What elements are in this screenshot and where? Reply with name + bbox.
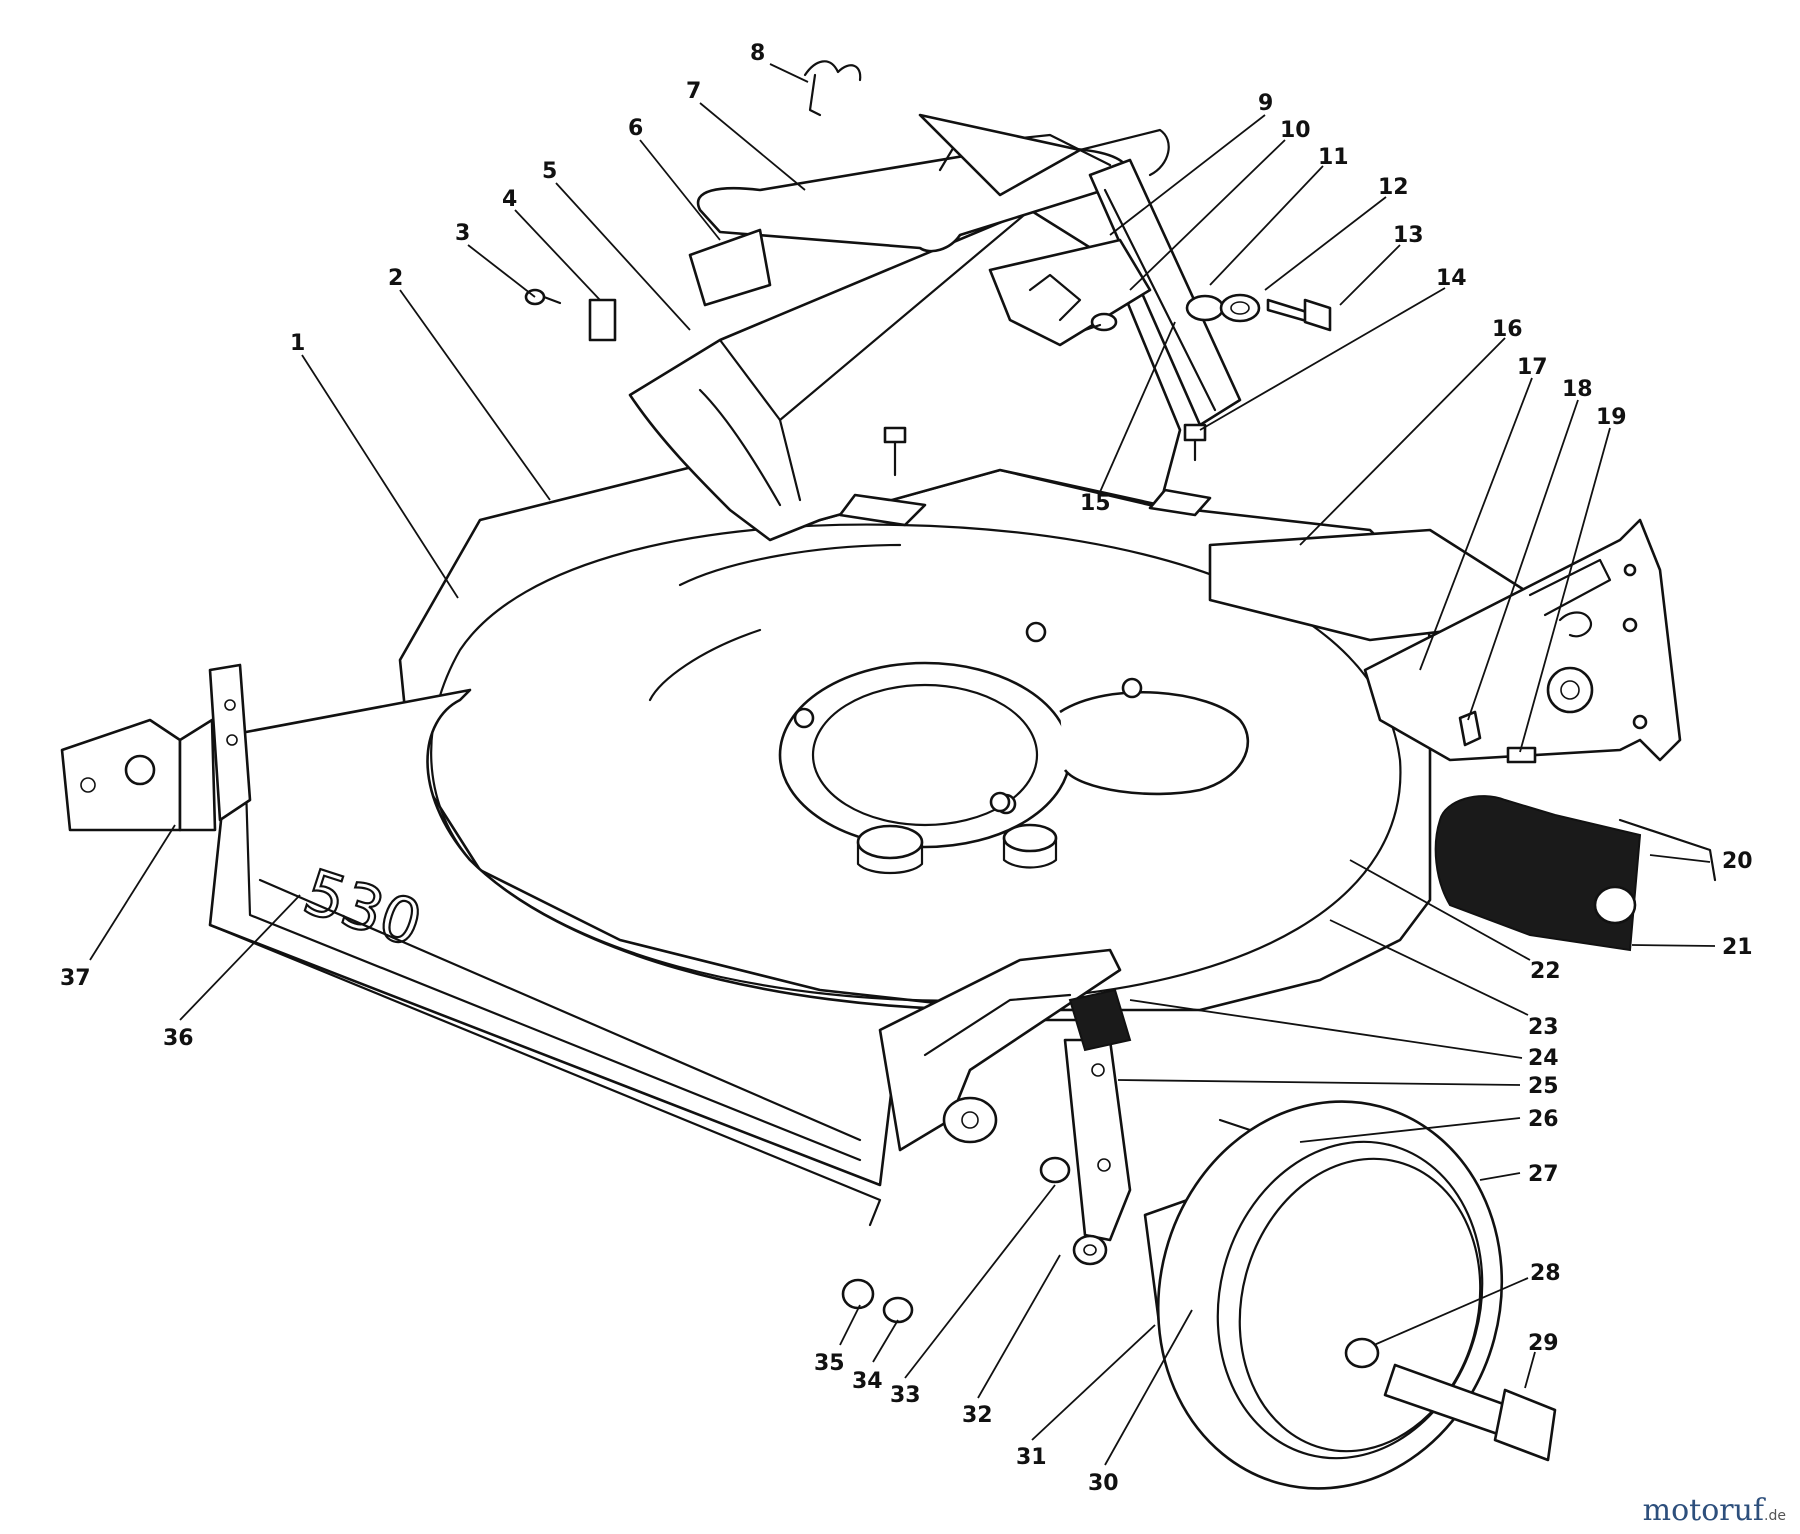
callout-21: 21: [1722, 935, 1753, 960]
callout-6: 6: [628, 116, 643, 141]
callout-17: 17: [1517, 355, 1548, 380]
callout-3: 3: [455, 221, 470, 246]
callout-14: 14: [1436, 266, 1467, 291]
callout-34: 34: [852, 1369, 883, 1394]
watermark-tld: .de: [1764, 1508, 1786, 1524]
callout-31: 31: [1016, 1445, 1047, 1470]
callout-11: 11: [1318, 145, 1349, 170]
callout-30: 30: [1088, 1471, 1119, 1496]
callout-20: 20: [1722, 849, 1753, 874]
callout-24: 24: [1528, 1046, 1559, 1071]
callout-12: 12: [1378, 175, 1409, 200]
callout-4: 4: [502, 187, 517, 212]
callout-23: 23: [1528, 1015, 1559, 1040]
rear-axle-assembly: [1208, 518, 1717, 952]
callout-16: 16: [1492, 317, 1523, 342]
callout-18: 18: [1562, 377, 1593, 402]
callout-19: 19: [1596, 405, 1627, 430]
rear-chute-assembly: [524, 60, 1332, 542]
callout-13: 13: [1393, 223, 1424, 248]
callout-15: 15: [1080, 491, 1111, 516]
callout-26: 26: [1528, 1107, 1559, 1132]
callout-2: 2: [388, 266, 403, 291]
callout-1: 1: [290, 331, 305, 356]
callout-25: 25: [1528, 1074, 1559, 1099]
callout-9: 9: [1258, 91, 1273, 116]
callout-27: 27: [1528, 1162, 1559, 1187]
callout-35: 35: [814, 1351, 845, 1376]
front-wheel-assembly: [60, 663, 1557, 1490]
callout-33: 33: [890, 1383, 921, 1408]
callout-28: 28: [1530, 1261, 1561, 1286]
watermark-logo: motoruf.de: [1643, 1493, 1786, 1528]
callout-8: 8: [750, 41, 765, 66]
leader-lines: [89, 63, 1716, 1466]
callout-32: 32: [962, 1403, 993, 1428]
callout-10: 10: [1280, 118, 1311, 143]
callout-37: 37: [60, 966, 91, 991]
callout-22: 22: [1530, 959, 1561, 984]
callout-36: 36: [163, 1026, 194, 1051]
callout-7: 7: [686, 79, 701, 104]
callout-29: 29: [1528, 1331, 1559, 1356]
callout-5: 5: [542, 159, 557, 184]
callout-labels: 1 2 3 4 5 6 7 8 9 10 11 12 13 14 15 16 1…: [60, 41, 1753, 1496]
watermark-name: motoruf: [1642, 1493, 1765, 1528]
